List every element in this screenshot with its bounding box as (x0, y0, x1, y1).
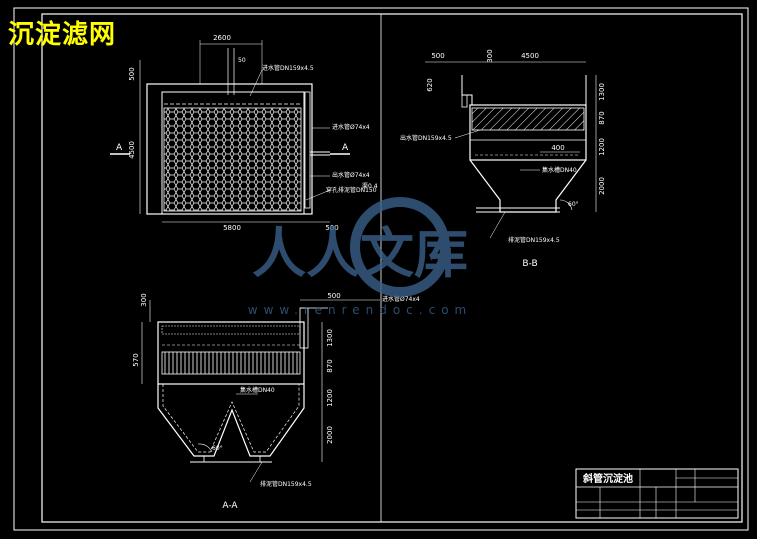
plan-label-pipe3: 出水管Ø74x4 (332, 171, 370, 179)
watermark: 人人文库 www.renrendoc.com (248, 197, 472, 317)
plan-label-pipe4: 穿孔排泥管DN150 (326, 186, 377, 194)
aa-section: 300 500 570 1300 870 1200 2000 进水管Ø74x4 … (132, 292, 420, 511)
aa-dim-right3: 1200 (326, 389, 334, 407)
bb-dim-right2: 870 (598, 111, 606, 124)
aa-dim-left: 570 (132, 353, 140, 366)
bb-label-sludge: 排泥管DN159x4.5 (508, 236, 560, 244)
aa-label-weir: 集水槽DN40 (240, 386, 275, 394)
aa-caption: A-A (222, 501, 238, 511)
aa-dim-right1: 1300 (326, 329, 334, 347)
corner-title: 沉淀滤网 (8, 20, 117, 50)
aa-angle: 60° (212, 445, 223, 452)
plan-view: 2600 500 4500 5800 500 50 进水管DN159x4.5 进… (110, 34, 378, 232)
section-mark-left: A (116, 143, 123, 153)
bb-dim-right4: 2000 (598, 177, 606, 195)
aa-label-sludge: 排泥管DN159x4.5 (260, 480, 312, 488)
bb-angle: 60° (568, 201, 579, 208)
outer-frame (13, 7, 749, 531)
plan-label-note: 渠0.4 (362, 182, 378, 190)
bb-dim-top-left: 500 (431, 52, 444, 60)
bb-label-out-pipe: 出水管DN159x4.5 (400, 134, 452, 142)
title-block: 斜管沉淀池 (575, 468, 739, 519)
tube-settler-hatch (163, 107, 302, 212)
plan-dim-top: 2600 (213, 34, 231, 42)
plan-label-pipe2: 进水管Ø74x4 (332, 123, 370, 131)
bb-dim-left-small: 620 (426, 78, 434, 91)
inner-frame (41, 13, 743, 523)
aa-label-in-pipe: 进水管Ø74x4 (382, 295, 420, 303)
plan-dim-bottom-right: 500 (325, 224, 338, 232)
aa-dim-right2: 870 (326, 359, 334, 372)
watermark-cn: 人人文库 (252, 222, 468, 285)
bb-caption: B-B (522, 259, 537, 269)
plan-dim-left-main: 4500 (128, 141, 136, 159)
bb-dim-top-small: 300 (486, 49, 494, 62)
bb-dim-top-right: 4500 (521, 52, 539, 60)
section-mark-right: A (342, 143, 349, 153)
plan-dim-left-upper: 500 (128, 67, 136, 80)
bb-dim-right1: 1300 (598, 83, 606, 101)
aa-dim-top-left: 300 (140, 293, 148, 306)
bb-section: 500 300 4500 1300 870 1200 2000 620 400 … (400, 49, 606, 269)
bb-dim-right3: 1200 (598, 138, 606, 156)
bb-dim-mid: 400 (551, 144, 564, 152)
bb-label-weir: 集水槽DN40 (542, 166, 577, 174)
title-block-name: 斜管沉淀池 (582, 472, 633, 485)
watermark-url: www.renrendoc.com (248, 303, 472, 317)
plan-dim-bottom: 5800 (223, 224, 241, 232)
plan-label-pipe1: 进水管DN159x4.5 (262, 64, 314, 72)
watermark-ring (350, 197, 450, 297)
plan-dim-small: 50 (238, 57, 246, 64)
aa-dim-top-right: 500 (327, 292, 340, 300)
aa-dim-right4: 2000 (326, 426, 334, 444)
bb-tube-hatch (471, 107, 585, 131)
aa-tube-hatch (161, 351, 301, 375)
